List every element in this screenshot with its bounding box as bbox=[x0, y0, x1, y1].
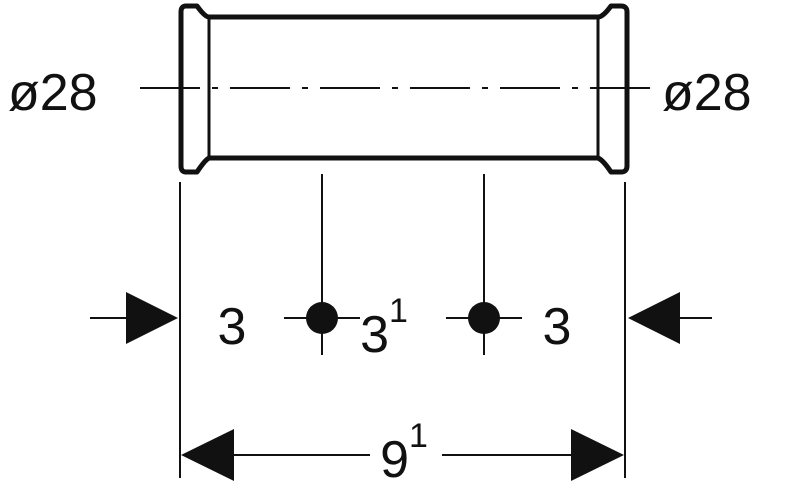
total-dimension-line bbox=[181, 429, 624, 481]
pipe-body-outline bbox=[178, 3, 630, 175]
right-dimension-dot bbox=[468, 302, 500, 334]
segment-middle-sup: 1 bbox=[389, 292, 408, 330]
segment-middle-main: 3 bbox=[360, 306, 389, 364]
left-arrow-head bbox=[126, 292, 178, 344]
total-dimension-label: 91 bbox=[380, 417, 428, 488]
total-main: 9 bbox=[380, 431, 409, 488]
segment-label-right: 3 bbox=[543, 298, 572, 356]
total-sup: 1 bbox=[409, 417, 428, 455]
total-right-arrow-head bbox=[571, 429, 624, 481]
total-left-arrow-head bbox=[181, 429, 234, 481]
segment-dimension-row bbox=[90, 292, 712, 344]
segment-label-left: 3 bbox=[218, 298, 247, 356]
left-dimension-dot bbox=[306, 302, 338, 334]
segment-label-middle: 31 bbox=[360, 292, 408, 364]
left-diameter-label: ø28 bbox=[8, 64, 98, 122]
right-diameter-label: ø28 bbox=[662, 64, 752, 122]
right-arrow-head bbox=[628, 292, 680, 344]
